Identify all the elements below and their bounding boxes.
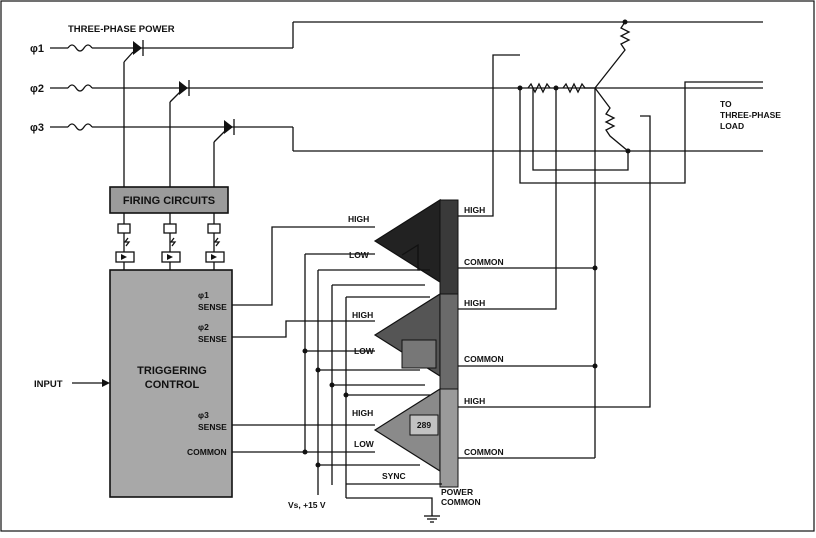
scr-1-icon [123,40,144,187]
scr-3-icon [213,119,235,187]
scr-2-icon [169,80,190,187]
optocoupler-row [115,213,225,270]
fuse-1-icon [67,44,93,52]
power-label: POWER [441,487,473,497]
firing-circuits-block [109,186,229,214]
control-label: CONTROL [145,379,200,391]
phase-3-label: φ3 [30,122,44,134]
input-arrow-icon [102,379,110,387]
optocoupler-2-icon [161,213,181,270]
sense-2-label: SENSE [198,334,227,344]
load-label-three-phase: THREE-PHASE [720,110,781,120]
optocoupler-3-icon [205,213,225,270]
amp-3-common-out: COMMON [464,447,504,457]
amp-3-high-in: HIGH [352,408,373,418]
amp-2-high-out: HIGH [464,298,485,308]
amp-1-high-out: HIGH [464,205,485,215]
phase-2-label: φ2 [30,83,44,95]
amp-3-low-in: LOW [354,439,375,449]
fuse-3-icon [67,123,93,131]
load-label-load: LOAD [720,121,744,131]
output-wiring [458,54,763,459]
load-label-to: TO [720,99,732,109]
amp-2-common-out: COMMON [464,354,504,364]
three-phase-power-label: THREE-PHASE POWER [68,24,175,35]
amplifier-3-icon: 289 [373,387,459,488]
phase-1-label: φ1 [30,43,44,55]
sense-1-phase: φ1 [198,290,209,300]
amp-1-low-in: LOW [349,250,370,260]
resistor-network-icon [527,21,631,152]
vs-supply-label: Vs, +15 V [288,500,326,510]
sense-1-label: SENSE [198,302,227,312]
firing-circuits-label: FIRING CIRCUITS [123,195,215,207]
chip-number: 289 [417,420,431,430]
control-common-label: COMMON [187,447,227,457]
power-common-label: COMMON [441,497,481,507]
ground-icon [424,512,440,523]
amplifier-2-icon [373,292,459,393]
amp-1-high-in: HIGH [348,214,369,224]
phase-2-line: φ2 [30,83,763,95]
input-label: INPUT [34,379,63,390]
sync-label: SYNC [382,471,406,481]
phase-1-line: φ1 [30,21,763,55]
sense-2-phase: φ2 [198,322,209,332]
sense-3-label: SENSE [198,422,227,432]
triggering-control-block [109,269,233,498]
fuse-2-icon [67,84,93,92]
amp-3-high-out: HIGH [464,396,485,406]
optocoupler-1-icon [115,213,135,270]
triggering-label: TRIGGERING [137,365,207,377]
amp-2-high-in: HIGH [352,310,373,320]
amp-1-common-out: COMMON [464,257,504,267]
sense-3-phase: φ3 [198,410,209,420]
